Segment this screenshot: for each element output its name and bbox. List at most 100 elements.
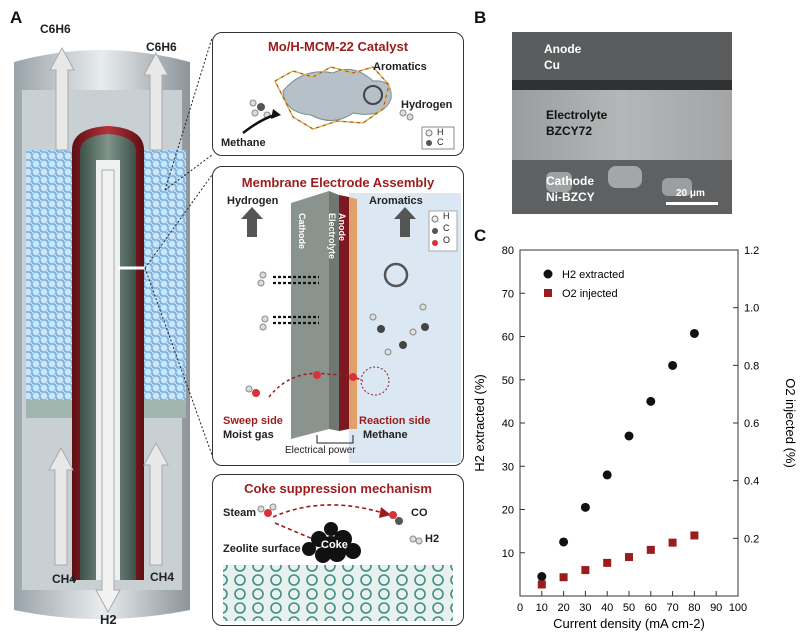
methane-in-arrow-left <box>48 446 74 566</box>
chart-frame <box>519 249 739 597</box>
sem-anode-material: Cu <box>544 58 560 72</box>
mea-box: Membrane Electrode Assembly Hydrogen A <box>212 166 464 466</box>
chart-c: 0 10 20 30 40 50 60 70 80 90 100 10 20 30 40 50 60 70 80 0.… <box>472 245 798 631</box>
x-tick-label: 100 <box>729 602 747 614</box>
chart-ylabel-left: H2 extracted (%) <box>472 374 487 472</box>
mea-title: Membrane Electrode Assembly <box>241 175 435 190</box>
h2-point <box>689 328 699 338</box>
mea-legend-h: H <box>443 211 450 221</box>
sem-cathode-material: Ni-BZCY <box>546 190 595 204</box>
x-tick-label: 30 <box>579 602 591 614</box>
legend-h2-label: H2 extracted <box>562 269 624 281</box>
y-left-tick-label: 30 <box>502 461 514 473</box>
x-tick-label: 20 <box>557 602 569 614</box>
h2-point <box>624 431 634 441</box>
reactor-out-label-left: C6H6 <box>40 22 71 36</box>
mea-aromatics-label: Aromatics <box>369 195 423 207</box>
mea-legend-o: O <box>443 235 451 245</box>
legend-h2-marker <box>543 269 553 279</box>
o2-point <box>690 531 699 540</box>
coke-illustration <box>223 503 453 621</box>
mea-sweep-side-label: Sweep side <box>223 415 283 427</box>
legend-o2-marker <box>544 289 552 297</box>
catalyst-illustration <box>242 66 455 150</box>
y-right-tick-label: 0.8 <box>744 360 759 372</box>
reactor-illustration <box>14 37 213 619</box>
x-tick-label: 40 <box>601 602 613 614</box>
panel-letter-b: B <box>474 8 487 27</box>
sem-scale-bar <box>666 202 718 205</box>
y-left-tick-label: 80 <box>502 245 514 257</box>
y-right-tick-label: 0.4 <box>744 476 759 488</box>
coke-box: Coke suppression mechanism Steam CO H2 C… <box>212 474 464 626</box>
x-tick-label: 70 <box>666 602 678 614</box>
mea-hydrogen-label: Hydrogen <box>227 195 279 207</box>
x-tick-label: 90 <box>710 602 722 614</box>
hydrogen-out-arrow <box>95 169 121 614</box>
panel-letter-c: C <box>474 226 487 245</box>
mea-reaction-side-label: Reaction side <box>359 415 431 427</box>
sem-electrolyte-material: BZCY72 <box>546 124 593 138</box>
y-left-tick-label: 10 <box>502 548 514 560</box>
o2-point <box>537 580 546 589</box>
y-left-tick-label: 20 <box>502 505 514 517</box>
x-tick-label: 80 <box>688 602 700 614</box>
aromatics-out-arrow-left <box>49 46 75 151</box>
reactor-out-label-right: C6H6 <box>146 40 177 54</box>
sem-electrolyte-label: Electrolyte <box>546 108 608 122</box>
catalyst-hydrogen-label: Hydrogen <box>401 99 453 111</box>
coke-co-label: CO <box>411 507 428 519</box>
legend-o2-label: O2 injected <box>562 288 618 300</box>
x-tick-label: 60 <box>645 602 657 614</box>
chart-xlabel: Current density (mA cm-2) <box>553 616 705 631</box>
y-right-tick-label: 1.0 <box>744 303 759 315</box>
h2-point <box>580 502 590 512</box>
o2-point <box>581 566 590 575</box>
mea-electrolyte-label: Electrolyte <box>327 213 337 260</box>
h2-point <box>559 537 569 547</box>
catalyst-title: Mo/H-MCM-22 Catalyst <box>267 39 409 54</box>
mea-methane-label: Methane <box>363 429 408 441</box>
o2-point <box>625 553 633 562</box>
sem-cathode-label: Cathode <box>546 174 594 188</box>
h2-point <box>646 396 656 406</box>
coke-h2-label: H2 <box>425 533 440 545</box>
reactor-in-label-right: CH4 <box>150 570 175 584</box>
o2-point <box>603 558 612 567</box>
y-left-tick-label: 60 <box>502 332 514 344</box>
y-right-tick-label: 0.2 <box>744 533 759 545</box>
sem-image: Anode Cu Electrolyte BZCY72 Cathode Ni-B… <box>512 32 732 214</box>
y-left-tick-label: 40 <box>502 418 514 430</box>
x-tick-label: 10 <box>536 602 548 614</box>
aromatics-out-arrow-right <box>143 51 169 151</box>
mea-legend-c: C <box>443 223 450 233</box>
coke-label: Coke <box>321 539 348 551</box>
coke-title: Coke suppression mechanism <box>244 481 432 496</box>
catalyst-aromatics-label: Aromatics <box>373 61 427 73</box>
h2-point <box>668 360 678 370</box>
coke-steam-label: Steam <box>223 507 257 519</box>
catalyst-bed-left <box>26 150 76 400</box>
y-right-tick-label: 0.6 <box>744 418 759 430</box>
chart-ylabel-right: O2 injected (%) <box>783 378 798 468</box>
coke-zeolite-surface-label: Zeolite surface <box>223 543 301 555</box>
mea-moist-gas-label: Moist gas <box>223 429 274 441</box>
o2-point <box>668 538 677 547</box>
x-tick-label: 50 <box>623 602 635 614</box>
o2-point <box>646 545 655 554</box>
o2-point <box>559 573 568 582</box>
catalyst-box: Mo/H-MCM-22 Catalyst Aromatics Hydrogen … <box>212 32 464 156</box>
mea-electrical-power-label: Electrical power <box>285 445 356 456</box>
mea-illustration <box>241 191 461 463</box>
h2-point <box>602 470 612 480</box>
y-left-tick-label: 70 <box>502 288 514 300</box>
y-left-tick-label: 50 <box>502 375 514 387</box>
x-tick-label: 0 <box>517 602 523 614</box>
methane-in-arrow-right <box>143 441 169 566</box>
zeolite-lattice <box>223 565 453 621</box>
sem-anode-label: Anode <box>544 42 582 56</box>
sem-scale-label: 20 μm <box>676 188 705 199</box>
catalyst-legend-c: C <box>437 137 444 147</box>
panel-letter-a: A <box>10 8 23 27</box>
mea-cathode-label: Cathode <box>297 213 307 249</box>
